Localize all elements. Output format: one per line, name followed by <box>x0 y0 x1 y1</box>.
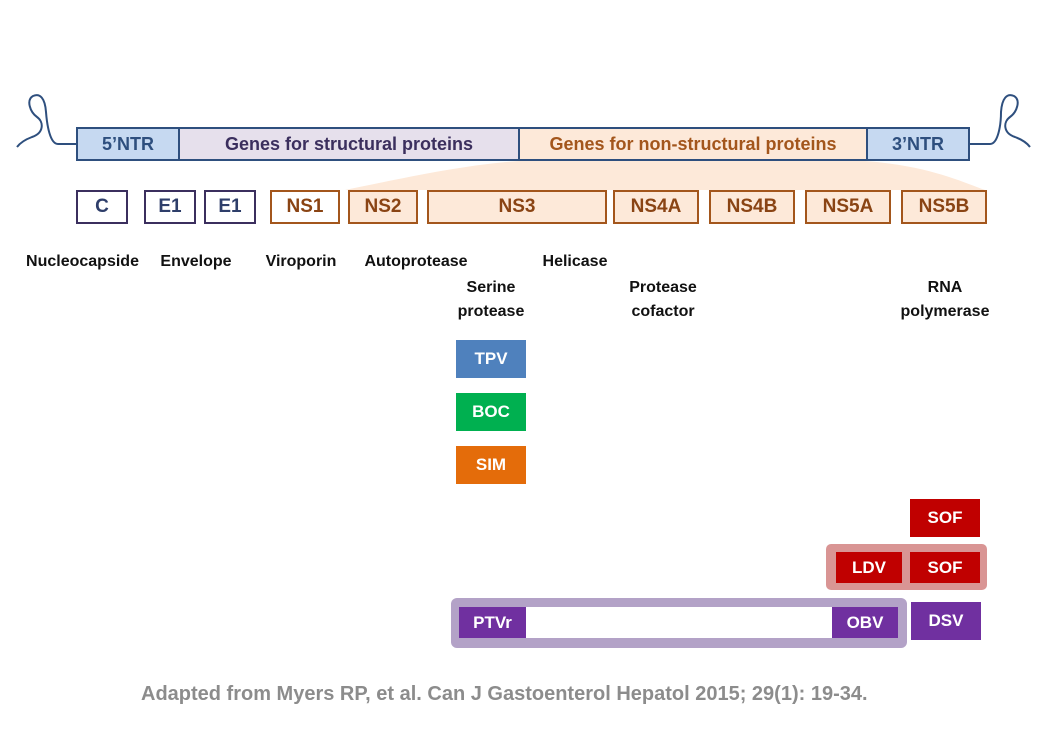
genome-3ntr-label: 3’NTR <box>891 133 944 154</box>
genome-structural: Genes for structural proteins <box>178 127 520 161</box>
drug-sim-label: SIM <box>475 455 507 474</box>
protein-ns4a: NS4A <box>613 190 699 224</box>
function-nucleocapside: Nucleocapside <box>26 253 139 270</box>
function-protease-cofactor: Protease cofactor <box>608 276 718 324</box>
five-prime-stem-loop <box>16 94 76 148</box>
function-helicase: Helicase <box>542 253 608 270</box>
drug-boc-label: BOC <box>472 402 510 421</box>
drug-dsv-label: DSV <box>928 611 964 630</box>
drug-obv-label: OBV <box>846 612 884 632</box>
drug-tpv-label: TPV <box>474 349 508 368</box>
protein-ns5a-label: NS5A <box>822 196 874 217</box>
drug-sof-combination-label: SOF <box>927 557 963 577</box>
function-serine-protease-line1: Serine <box>466 279 516 296</box>
function-viroporin: Viroporin <box>265 253 337 270</box>
protein-ns5b-label: NS5B <box>918 196 970 217</box>
protein-ns2-label: NS2 <box>364 196 402 217</box>
function-envelope: Envelope <box>160 253 232 270</box>
function-autoprotease: Autoprotease <box>364 253 468 270</box>
function-rna-polymerase-line1: RNA <box>927 279 963 296</box>
drug-sof-label: SOF <box>927 508 963 527</box>
genome-5ntr-label: 5’NTR <box>101 133 154 154</box>
protein-ns1: NS1 <box>270 190 340 224</box>
genome-5ntr: 5’NTR <box>76 127 180 161</box>
genome-nonstructural: Genes for non-structural proteins <box>518 127 868 161</box>
drug-tpv: TPV <box>456 340 526 378</box>
citation: Adapted from Myers RP, et al. Can J Gast… <box>141 683 868 705</box>
protein-e1-first: E1 <box>144 190 196 224</box>
protein-e1-second: E1 <box>204 190 256 224</box>
protein-ns2: NS2 <box>348 190 418 224</box>
protein-c-label: C <box>95 196 109 217</box>
genome-structural-label: Genes for structural proteins <box>224 133 474 154</box>
drug-obv: OBV <box>832 607 898 638</box>
function-rna-polymerase-line2: polymerase <box>900 303 990 320</box>
function-serine-protease: Serine protease <box>440 276 542 324</box>
protein-e1-second-label: E1 <box>218 196 242 217</box>
protein-ns3: NS3 <box>427 190 607 224</box>
three-prime-stem-loop <box>969 94 1031 148</box>
function-rna-polymerase: RNA polymerase <box>890 276 1000 324</box>
drug-dsv: DSV <box>911 602 981 640</box>
protein-c: C <box>76 190 128 224</box>
protein-ns4b-label: NS4B <box>726 196 778 217</box>
genome-3ntr: 3’NTR <box>866 127 970 161</box>
drug-sof-combination: SOF <box>910 552 980 583</box>
protein-ns3-label: NS3 <box>498 196 536 217</box>
genome-nonstructural-label: Genes for non-structural proteins <box>549 133 837 154</box>
ptvr-obv-combination-gap <box>526 607 832 638</box>
drug-ldv-label: LDV <box>852 557 886 577</box>
drug-ptvr-label: PTVr <box>473 612 512 632</box>
drug-ptvr: PTVr <box>459 607 526 638</box>
protein-ns1-label: NS1 <box>286 196 324 217</box>
nonstructural-expansion-region <box>345 161 985 190</box>
function-serine-protease-line2: protease <box>457 303 525 320</box>
protein-ns5a: NS5A <box>805 190 891 224</box>
protein-ns5b: NS5B <box>901 190 987 224</box>
drug-boc: BOC <box>456 393 526 431</box>
function-protease-cofactor-line2: cofactor <box>631 303 695 320</box>
function-protease-cofactor-line1: Protease <box>629 279 697 296</box>
drug-ldv: LDV <box>836 552 902 583</box>
drug-sof: SOF <box>910 499 980 537</box>
protein-ns4a-label: NS4A <box>630 196 682 217</box>
drug-sim: SIM <box>456 446 526 484</box>
protein-ns4b: NS4B <box>709 190 795 224</box>
protein-e1-first-label: E1 <box>158 196 182 217</box>
